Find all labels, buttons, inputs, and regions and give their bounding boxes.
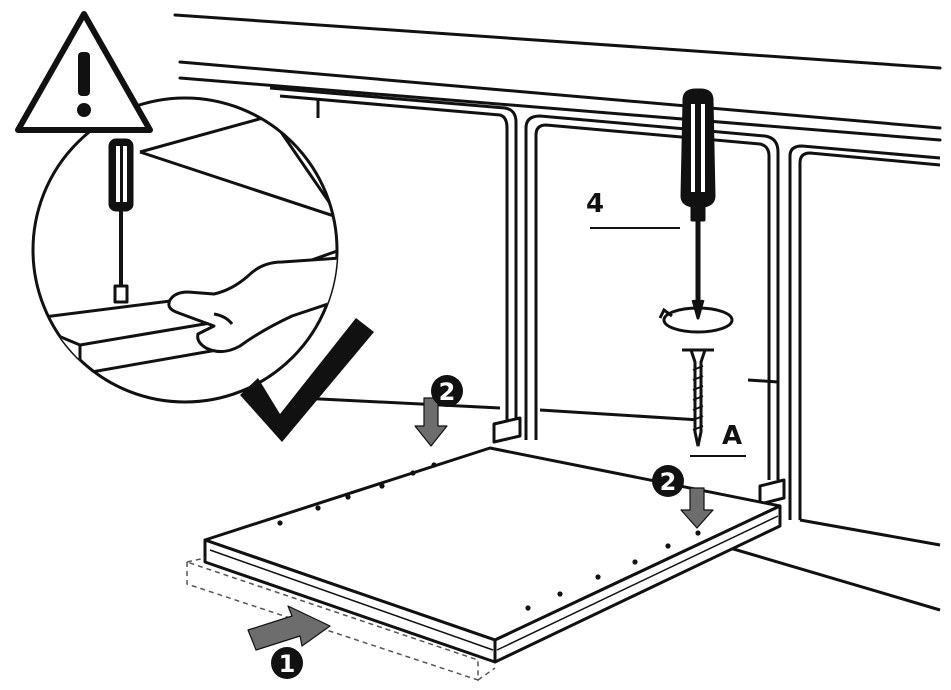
screw-icon xyxy=(682,348,714,447)
rotate-icon xyxy=(658,306,734,334)
part-label-screw: 4 xyxy=(586,189,604,219)
warning-triangle-icon xyxy=(15,11,153,133)
step-1-number: 1 xyxy=(279,650,296,678)
step-badge-2-right: 2 xyxy=(652,465,684,497)
callout-screw: 4 xyxy=(586,189,680,229)
shelf-support-clips xyxy=(492,416,786,506)
step-badge-2-left: 2 xyxy=(431,375,463,407)
step-2b-number: 2 xyxy=(660,468,677,496)
callout-panel: A xyxy=(690,421,746,457)
cabinet-top-edges xyxy=(173,13,942,142)
part-label-panel: A xyxy=(722,421,742,451)
shelf-holes xyxy=(277,462,701,611)
shelf-target-outline xyxy=(186,557,496,682)
cabinet-interior xyxy=(269,86,941,612)
detail-magnifier xyxy=(31,96,339,404)
step-badge-1: 1 xyxy=(271,647,303,679)
step-2-number: 2 xyxy=(439,378,456,406)
screwdriver-icon xyxy=(680,88,716,320)
push-arrow-icon xyxy=(247,397,714,651)
check-mark-icon xyxy=(240,318,374,442)
